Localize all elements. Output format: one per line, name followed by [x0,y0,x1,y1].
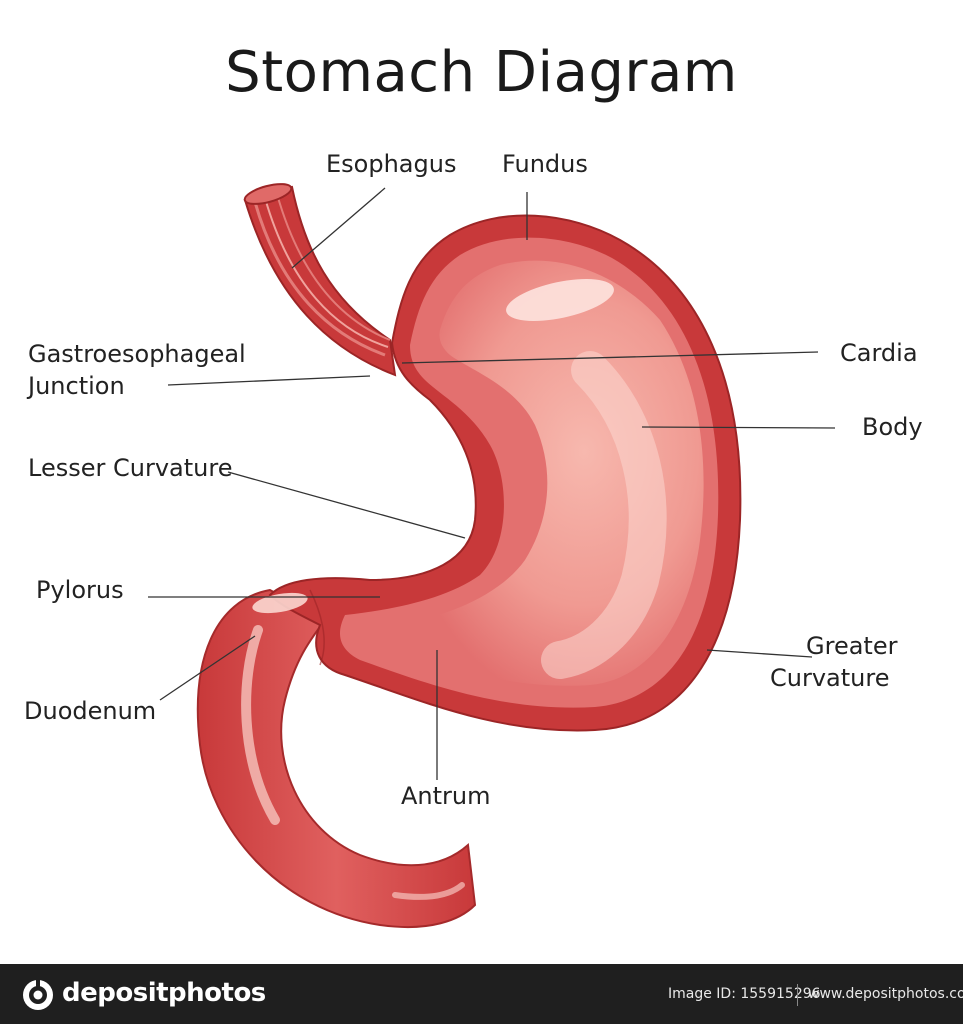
label-gastroesophageal-junction: Gastroesophageal Junction [28,338,246,402]
watermark-footer: depositphotos Image ID: 155915296 www.de… [0,964,963,1024]
brand-name: depositphotos [62,978,266,1008]
stomach-body-shape [252,214,742,732]
site-url-text: www.depositphotos.com [808,986,963,1002]
stomach-illustration [148,183,836,929]
label-body: Body [862,413,923,441]
label-gastroesophageal-line2: Junction [28,372,125,400]
leader-esophagus [291,187,386,269]
image-id-text: Image ID: 155915296 [668,986,821,1002]
page-title: Stomach Diagram [225,40,738,105]
leader-body [641,426,836,429]
leader-greater-curvature [706,649,813,658]
esophagus-shape [243,183,397,377]
leader-gastroesophageal [167,375,371,386]
label-gastroesophageal-line1: Gastroesophageal [28,340,246,368]
diagram-canvas: Stomach Diagram [24,40,923,929]
leader-duodenum [159,635,256,701]
label-antrum: Antrum [401,782,491,810]
label-esophagus: Esophagus [326,150,457,178]
label-cardia: Cardia [840,339,918,367]
label-greater-line1: Greater [806,632,898,660]
leader-cardia [401,351,819,364]
footer-divider [797,984,798,1006]
leader-lesser-curvature [227,471,466,539]
label-pylorus: Pylorus [36,576,124,604]
duodenum-shape [196,588,477,929]
label-duodenum: Duodenum [24,697,157,725]
depositphotos-logo-icon [23,980,53,1010]
label-greater-line2: Curvature [769,664,890,692]
label-lesser-curvature: Lesser Curvature [28,454,233,482]
leader-lines [148,187,836,780]
label-fundus: Fundus [502,150,588,178]
label-greater-curvature: Greater Curvature [762,630,897,694]
